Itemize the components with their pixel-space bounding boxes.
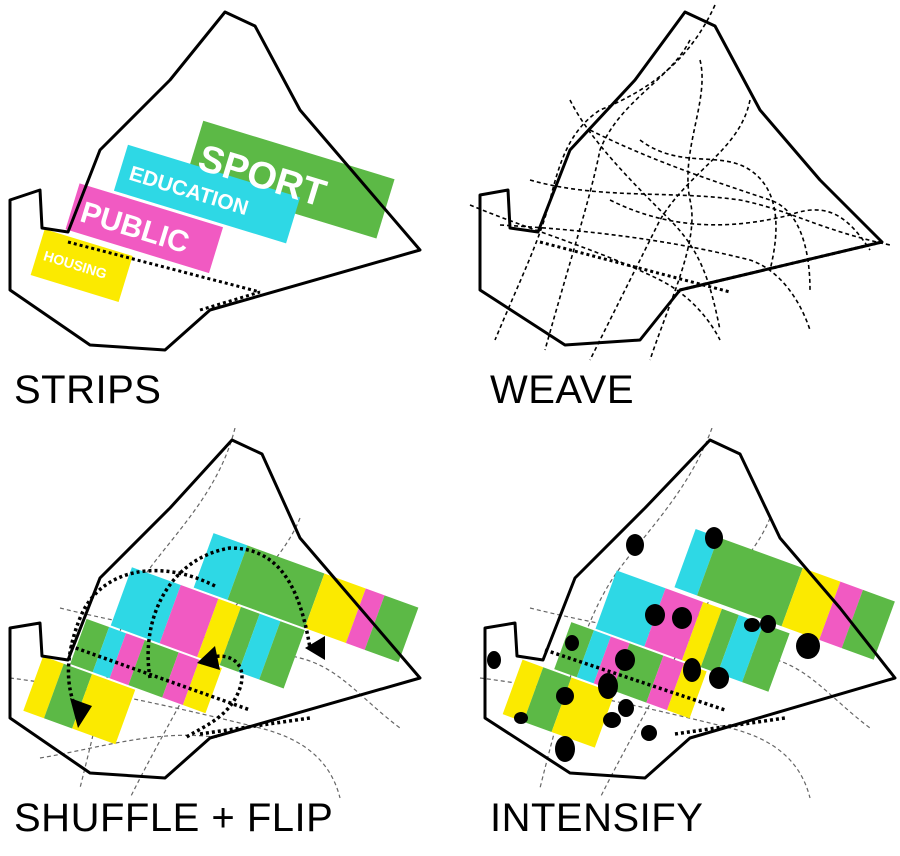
arrow-icon (70, 698, 92, 728)
divider-line (544, 648, 726, 712)
caption-intensify: INTENSIFY (490, 796, 704, 840)
node (487, 651, 501, 669)
program-block-public (819, 581, 863, 649)
program-block-sport (700, 608, 739, 674)
strip-sport (185, 120, 395, 239)
node (760, 615, 776, 633)
program-block-sport (364, 595, 419, 663)
node (556, 687, 574, 705)
program-block-public (159, 585, 219, 657)
node (796, 633, 820, 659)
program-block-sport (227, 545, 325, 628)
node (709, 667, 729, 689)
program-block-public (162, 652, 200, 705)
program-block-sport (841, 589, 895, 660)
node (705, 527, 723, 549)
program-block-public (646, 655, 685, 711)
panel-shuffle-flip: SHUFFLE + FLIP (0, 428, 450, 856)
site-outline (483, 438, 897, 780)
strips-diagram: SPORT EDUCATION PUBLIC HOUSING (8, 10, 422, 352)
arrow-icon (197, 646, 220, 670)
strip-public (65, 183, 224, 274)
divider-line (199, 716, 311, 736)
program-block-housing (781, 567, 841, 640)
program-block-housing (23, 656, 64, 719)
node (744, 618, 760, 632)
intensity-nodes (487, 527, 820, 762)
node (565, 635, 579, 651)
program-block-sport (697, 537, 803, 627)
intensify-diagram (479, 428, 897, 799)
program-block-education (110, 567, 181, 644)
program-block-education (674, 528, 719, 596)
program-block-housing (304, 573, 366, 644)
divider-line (199, 290, 261, 312)
divider-line (674, 716, 786, 736)
node (603, 712, 621, 728)
panel-weave: WEAVE (450, 0, 900, 428)
flip-path (184, 654, 244, 740)
site-outline (478, 10, 884, 347)
weave-diagram (469, 4, 891, 361)
node (645, 604, 665, 626)
program-block-sport (128, 640, 179, 698)
divider-line (69, 644, 251, 712)
program-block-housing (182, 659, 222, 714)
arrow-icon (305, 636, 325, 660)
site-outline (8, 438, 422, 780)
node (598, 673, 618, 699)
caption-strips: STRIPS (14, 368, 162, 412)
program-block-public (109, 633, 145, 686)
program-block-sport (742, 623, 790, 692)
panel-strips: SPORT EDUCATION PUBLIC HOUSING STRIPS (0, 0, 450, 428)
node (683, 658, 701, 682)
weave-paths (469, 4, 891, 361)
shuffle-flip-diagram (8, 428, 422, 799)
flip-path (146, 546, 312, 679)
program-block-education (238, 613, 281, 680)
program-block-sport (523, 667, 572, 732)
node (672, 607, 692, 629)
flip-path (66, 568, 216, 719)
program-block-sport (219, 606, 260, 673)
node (626, 534, 644, 556)
strip-housing (30, 229, 133, 302)
program-block-housing (197, 598, 241, 666)
node (555, 736, 575, 762)
node (641, 725, 657, 741)
program-block-sport (259, 621, 305, 689)
program-block-education (92, 627, 127, 679)
program-block-education (576, 630, 611, 684)
panel-intensify: INTENSIFY (450, 428, 900, 856)
program-block-housing (681, 601, 722, 668)
program-block-housing (72, 674, 136, 745)
divider-line (679, 240, 883, 292)
program-block-housing (502, 659, 544, 722)
node (618, 699, 634, 717)
caption-shuffle-flip: SHUFFLE + FLIP (14, 796, 334, 840)
node (615, 649, 635, 671)
divider-line (539, 240, 731, 294)
strip-education (113, 144, 301, 244)
site-outline (8, 10, 422, 352)
program-block-sport (70, 618, 110, 673)
program-block-public (345, 588, 385, 650)
program-block-education (595, 570, 666, 647)
node (514, 712, 528, 724)
program-block-sport (43, 663, 93, 729)
caption-weave: WEAVE (490, 368, 635, 412)
